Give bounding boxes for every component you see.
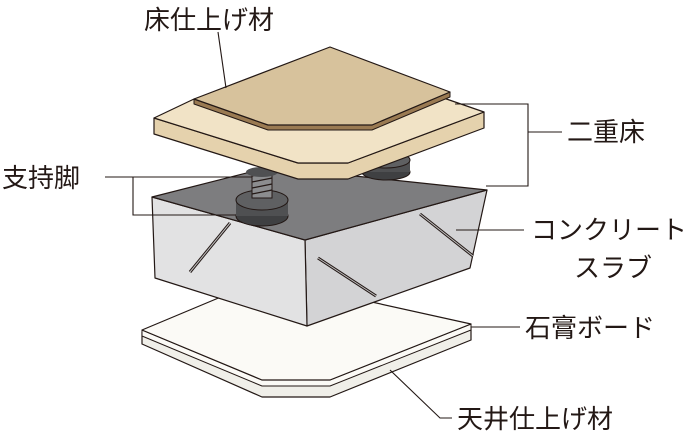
label-raised-floor: 二重床 [567, 118, 645, 148]
label-support-leg: 支持脚 [2, 164, 80, 194]
slab-crack-lines [188, 212, 474, 298]
gypsum-board-layer [141, 293, 472, 398]
label-gypsum-board: 石膏ボード [525, 314, 655, 344]
support-leg-front [235, 167, 289, 227]
leader-lines [105, 31, 562, 419]
label-concrete-slab-line2: スラブ [574, 254, 652, 284]
label-floor-finish: 床仕上げ材 [144, 6, 274, 36]
label-concrete-slab-line1: コンクリート [531, 216, 687, 246]
label-ceiling-finish: 天井仕上げ材 [457, 405, 613, 435]
labels: 床仕上げ材 二重床 支持脚 コンクリート スラブ 石膏ボード 天井仕上げ材 [2, 6, 687, 435]
concrete-slab [151, 166, 488, 327]
floor-finish-tile [193, 46, 451, 131]
